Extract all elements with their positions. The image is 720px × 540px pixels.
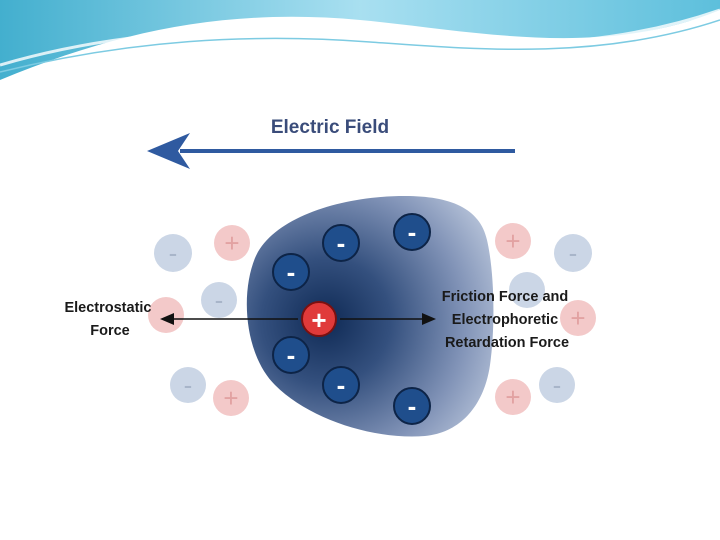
outer-ion-sign: - (169, 238, 178, 268)
top-banner-decoration (0, 0, 720, 80)
outer-ion-sign: + (570, 303, 585, 333)
outer-ions-left: - + - - + (148, 225, 250, 416)
ion-sign: - (408, 391, 417, 421)
outer-ion-sign: + (505, 226, 520, 256)
ion-sign: - (287, 340, 296, 370)
electrostatic-force-label: Electrostatic Force (64, 300, 155, 339)
outer-ion-sign: + (505, 382, 520, 412)
outer-ion-sign: - (215, 285, 224, 315)
outer-ion-sign: - (184, 370, 193, 400)
friction-force-label: Friction Force and Electrophoretic Retar… (442, 289, 573, 351)
ion-sign: - (337, 228, 346, 258)
outer-ion-sign: - (569, 238, 578, 268)
ion-sign: - (408, 217, 417, 247)
central-ion-sign: + (311, 305, 326, 335)
outer-ion-sign: + (224, 228, 239, 258)
ion-sign: - (337, 370, 346, 400)
electric-field-arrow (147, 133, 515, 169)
ion-sign: - (287, 257, 296, 287)
outer-ion-sign: - (553, 370, 562, 400)
electric-field-label: Electric Field (271, 117, 389, 138)
outer-ion-sign: + (223, 383, 238, 413)
central-positive-particle: + (302, 302, 336, 336)
